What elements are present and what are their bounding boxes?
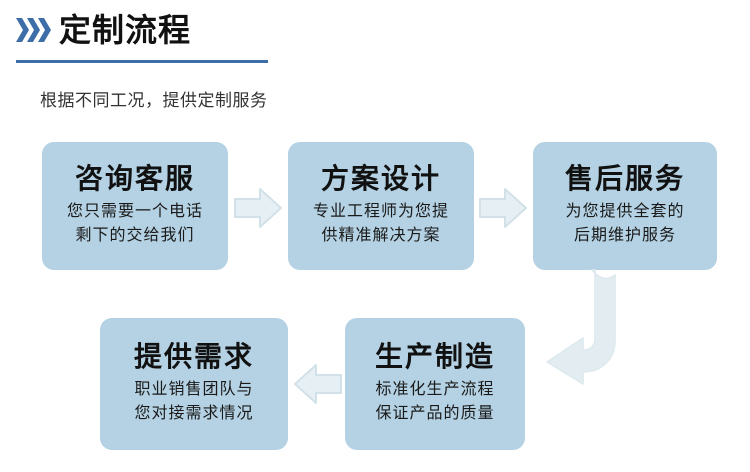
page-header: 定制流程 (0, 0, 750, 72)
arrow-right-icon (479, 188, 527, 228)
flow-step-line: 您对接需求情况 (134, 403, 254, 423)
flow-step-line: 专业工程师为您提 (312, 200, 449, 220)
flow-step-card[interactable]: 方案设计 专业工程师为您提 供精准解决方案 (288, 142, 474, 270)
page-subtitle: 根据不同工况，提供定制服务 (40, 91, 268, 111)
chevron-right-icon (27, 18, 40, 42)
arrow-right-icon (234, 188, 282, 228)
flow-step-card[interactable]: 提供需求 职业销售团队与 您对接需求情况 (100, 318, 288, 450)
chevron-group (16, 17, 51, 43)
flow-step-line: 为您提供全套的 (565, 200, 685, 220)
flow-step-title: 售后服务 (564, 161, 685, 195)
flow-step-line: 职业销售团队与 (134, 378, 254, 398)
flow-step-card[interactable]: 售后服务 为您提供全套的 后期维护服务 (533, 142, 717, 270)
flow-step-title: 方案设计 (320, 161, 441, 195)
flow-step-title: 咨询客服 (74, 161, 195, 195)
flow-step-line: 标准化生产流程 (375, 378, 495, 398)
flow-step-line: 供精准解决方案 (321, 225, 441, 245)
page-title: 定制流程 (59, 11, 192, 49)
page-header-inner: 定制流程 (16, 14, 191, 46)
flow-step-card[interactable]: 咨询客服 您只需要一个电话 剩下的交给我们 (42, 142, 228, 270)
flow-step-line: 保证产品的质量 (375, 403, 495, 423)
flow-step-line: 剩下的交给我们 (75, 225, 195, 245)
arrow-uturn-down-left-icon (546, 269, 616, 385)
chevron-right-icon (16, 18, 29, 42)
arrow-left-icon (294, 364, 342, 404)
flow-step-card[interactable]: 生产制造 标准化生产流程 保证产品的质量 (345, 318, 525, 450)
chevron-right-icon (38, 18, 51, 42)
flow-step-line: 您只需要一个电话 (66, 200, 203, 220)
flow-step-title: 提供需求 (133, 339, 254, 373)
flow-step-title: 生产制造 (374, 339, 495, 373)
flow-step-line: 后期维护服务 (573, 225, 676, 245)
title-underline-rule (16, 60, 268, 63)
